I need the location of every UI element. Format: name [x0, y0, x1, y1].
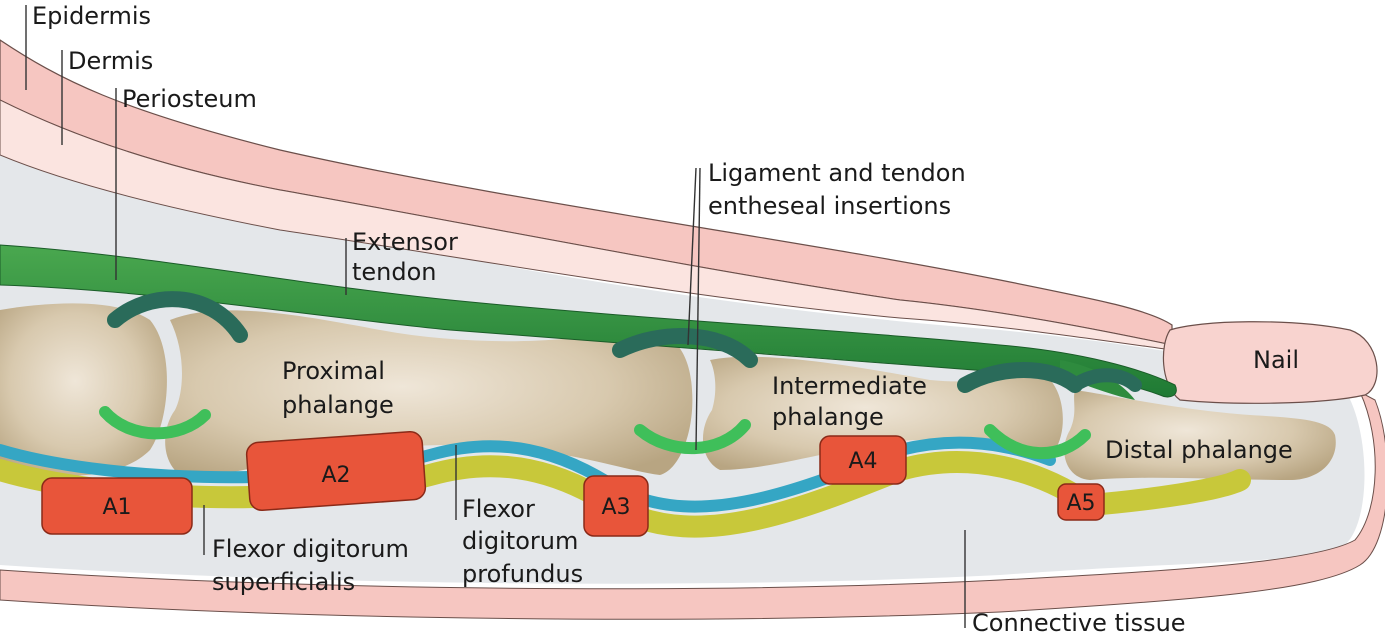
- pulley-a1-label: A1: [102, 495, 131, 520]
- label-extensor-line1: Extensor: [352, 228, 458, 256]
- proximal-phalange-bone: [165, 310, 693, 480]
- label-dermis: Dermis: [68, 47, 153, 75]
- pulley-a2: A2: [245, 431, 427, 511]
- pulley-a4-label: A4: [848, 449, 877, 474]
- label-ligament-line2: entheseal insertions: [708, 192, 951, 220]
- pulley-a3: A3: [583, 475, 649, 537]
- extensor-tendon: [0, 244, 1177, 398]
- label-intermediate-line2: phalange: [772, 403, 884, 431]
- pulley-a5-label: A5: [1066, 491, 1095, 516]
- label-proximal-line2: phalange: [282, 391, 394, 419]
- distal-phalange-bone: [1064, 390, 1336, 480]
- label-nail: Nail: [1253, 346, 1299, 374]
- metacarpal-bone: [0, 303, 167, 476]
- pulley-a4: A4: [819, 435, 907, 485]
- label-fdp-line1: Flexor: [462, 495, 535, 523]
- enthesis-dark-arc-4: [1068, 368, 1142, 392]
- label-fds-line2: superficialis: [212, 568, 355, 596]
- enthesis-light-arc-3: [984, 424, 1091, 460]
- label-fdp-line2: digitorum: [462, 527, 578, 555]
- label-ligament-line1: Ligament and tendon: [708, 159, 966, 187]
- label-distal: Distal phalange: [1105, 436, 1293, 464]
- label-extensor-line2: tendon: [352, 258, 437, 286]
- leader-ligament-2: [695, 167, 701, 451]
- label-proximal-line1: Proximal: [282, 357, 385, 385]
- label-fds-line1: Flexor digitorum: [212, 535, 409, 563]
- enthesis-dark-arc-3: [957, 362, 1083, 393]
- bottom-skin: [0, 390, 1385, 620]
- enthesis-light-arc-2: [634, 419, 751, 455]
- label-epidermis: Epidermis: [32, 2, 151, 30]
- pulley-a1: A1: [41, 477, 193, 535]
- leader-ligament-1: [687, 167, 697, 346]
- enthesis-dark-arc-1: [107, 291, 248, 343]
- label-connective: Connective tissue: [972, 609, 1186, 635]
- enthesis-light-arc-1: [99, 406, 211, 440]
- label-fdp-line3: profundus: [462, 560, 583, 588]
- pulley-a3-label: A3: [601, 495, 630, 520]
- pulley-a5: A5: [1057, 483, 1105, 521]
- label-intermediate-line1: Intermediate: [772, 372, 927, 400]
- label-periosteum: Periosteum: [122, 85, 257, 113]
- pulley-a2-label: A2: [321, 463, 350, 488]
